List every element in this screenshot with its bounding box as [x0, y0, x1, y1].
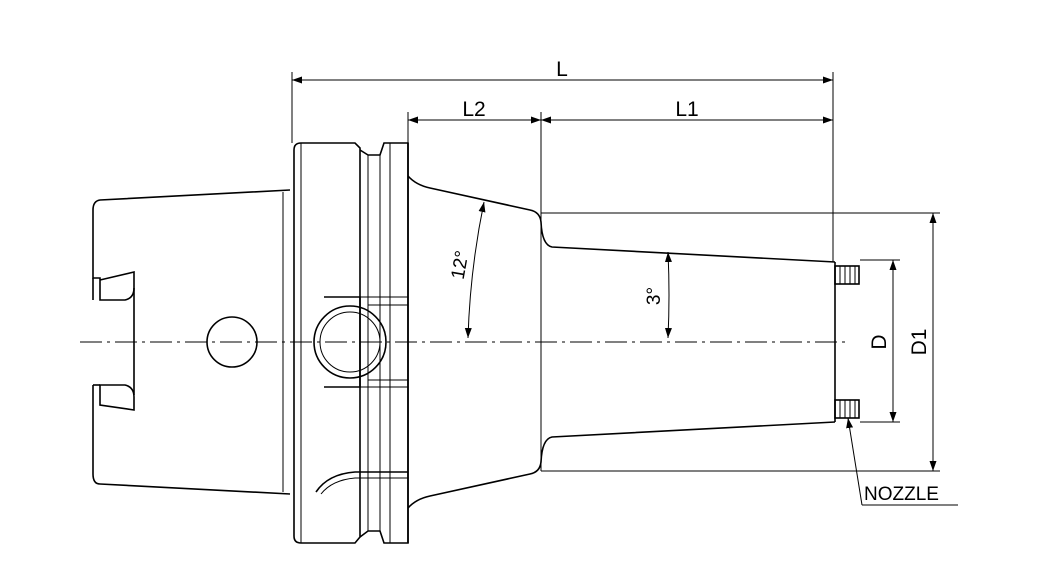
nozzle-callout-label: NOZZLE: [864, 484, 939, 505]
nozzle-upper: [834, 265, 860, 285]
body-taper: [407, 175, 836, 509]
dimension-l1-label: L1: [675, 98, 698, 121]
dimension-d: D: [860, 259, 900, 423]
angle-3: 3°: [644, 251, 672, 339]
angle-12-label: 12°: [448, 249, 474, 281]
dimension-d-label: D: [868, 334, 891, 349]
shank-bore: [206, 316, 258, 368]
nozzle-callout: NOZZLE: [846, 417, 958, 506]
dimension-d1-label: D1: [908, 329, 931, 356]
dimension-d1: D1: [541, 212, 940, 472]
dimension-l-label: L: [556, 58, 568, 81]
angle-12: 12°: [448, 201, 486, 339]
nozzle-lower: [834, 399, 860, 419]
flange: [293, 142, 409, 544]
taper-shank: [92, 189, 291, 495]
dimension-l2-label: L2: [462, 98, 485, 121]
dimension-l2-l1: L2 L1: [407, 98, 833, 213]
angle-3-label: 3°: [644, 287, 665, 305]
dimension-l: L: [291, 58, 834, 262]
drive-bore: [313, 305, 387, 379]
